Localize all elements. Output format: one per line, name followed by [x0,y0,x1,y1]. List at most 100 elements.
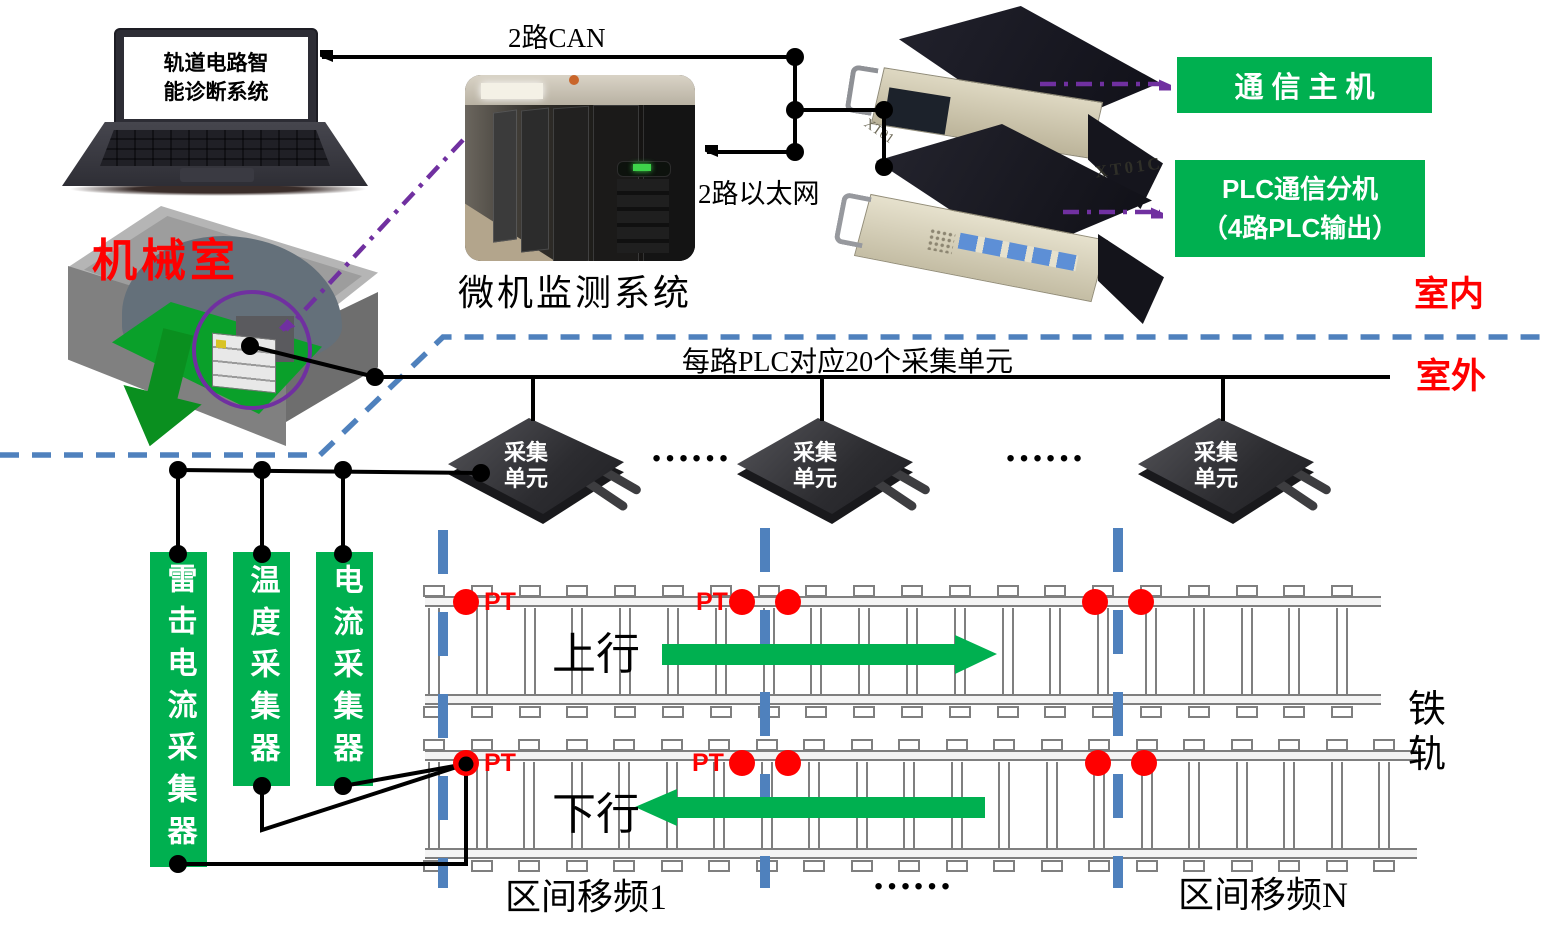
sleeper-cap [566,706,589,718]
sleeper-cap [1283,706,1306,718]
sleeper-cap [1135,739,1158,751]
sleeper [1049,608,1062,694]
sleeper [475,608,488,694]
sleeper-cap [1040,860,1063,872]
down-direction-label: 下行 [552,790,640,839]
sleeper [950,762,963,848]
section-last-label: 区间移频N [1178,875,1348,915]
sleeper-cap [662,706,684,718]
sleeper-cap [1135,860,1158,872]
sleeper-cap [613,860,635,872]
temperature-collector-box: 温度采集器 [233,552,290,786]
pt-label: PT [484,588,516,616]
sleeper [808,762,820,848]
sleeper-cap [1373,860,1395,872]
pt-label: PT [692,749,724,777]
laptop-screen-display: 轨道电路智能诊断系统 [124,37,308,119]
sleeper-cap [901,706,923,718]
sleeper-cap [1183,860,1205,872]
sleeper-cap [660,860,683,872]
sleeper-cap [898,860,920,872]
pt-label: PT [484,749,516,777]
section-ellipsis: …… [872,853,952,898]
sleeper [762,608,775,694]
sleeper-cap [1183,739,1205,751]
sleeper [998,762,1010,848]
sleeper-cap [853,706,876,718]
sleeper-cap [993,860,1015,872]
server-room-photo [465,75,695,261]
sleeper [428,762,440,848]
sleeper-cap [1325,739,1348,751]
sleeper [1188,762,1200,848]
sleeper [903,762,915,848]
sleeper-cap [613,739,635,751]
sleeper-cap [1140,706,1162,718]
sleeper [810,608,823,694]
unit-ellipsis-1: …… [650,425,730,470]
outdoor-label: 室外 [1416,357,1487,396]
sleeper-cap [708,739,730,751]
sleeper-cap [423,585,445,597]
sleeper [1045,762,1058,848]
laptop-screen: 轨道电路智能诊断系统 [114,28,318,128]
device-highlight-circle [192,290,312,410]
sleeper [1097,608,1110,694]
sleeper-cap [1088,860,1110,872]
machine-room-label: 机械室 [92,236,240,286]
sleeper-cap [662,585,684,597]
rack-vent-holes [926,227,956,255]
sleeper-cap [948,706,971,718]
sleeper-cap [805,585,828,597]
sleeper-cap [755,860,778,872]
unit-label: 采集单元 [1193,440,1238,492]
sleeper [1240,608,1253,694]
sleeper-cap [1092,585,1115,597]
current-collector-box: 电流采集器 [316,552,373,786]
sleeper [1336,608,1349,694]
sleeper-cap [805,706,828,718]
sleeper-cap [1040,739,1063,751]
rail-line [425,750,1417,761]
collection-unit-2: 采集单元 [737,418,932,524]
sleeper [475,762,488,848]
photo-ceiling-light [481,83,543,99]
sleeper-cap [853,585,876,597]
laptop-illustration: 轨道电路智能诊断系统 [62,20,372,198]
sleeper-cap [1331,585,1354,597]
up-direction-label: 上行 [552,630,640,679]
unit-label: 采集单元 [792,440,837,492]
sleeper-cap [518,585,541,597]
collection-unit-3: 采集单元 [1138,418,1333,524]
unit-label: 采集单元 [503,440,548,492]
lightning-current-collector-box: 雷击电流采集器 [150,552,207,867]
sleeper-cap [1373,739,1395,751]
sleeper-cap [614,706,637,718]
sleeper-cap [803,860,825,872]
sleeper [1093,762,1105,848]
sleeper-cap [757,585,780,597]
sleeper-cap [850,739,873,751]
sleeper-cap [470,706,493,718]
sleeper [906,608,918,694]
sleeper-cap [1230,860,1253,872]
sleeper [1283,762,1295,848]
sleeper-cap [945,739,968,751]
sleeper [1192,608,1205,694]
rail-line [425,596,1381,607]
sleeper [760,762,773,848]
sleeper-cap [757,706,780,718]
sleeper-cap [470,739,493,751]
sleeper-cap [518,739,540,751]
sleeper [570,762,583,848]
sleeper-cap [803,739,825,751]
photo-rack-3 [553,105,589,261]
sleeper-cap [660,739,683,751]
photo-rack-1 [493,109,517,243]
collection-unit-1: 采集单元 [448,418,643,524]
sleeper [523,608,536,694]
rack-side-2 [1098,234,1164,324]
sleeper-cap [708,860,730,872]
ethernet-label: 2路以太网 [698,179,820,209]
